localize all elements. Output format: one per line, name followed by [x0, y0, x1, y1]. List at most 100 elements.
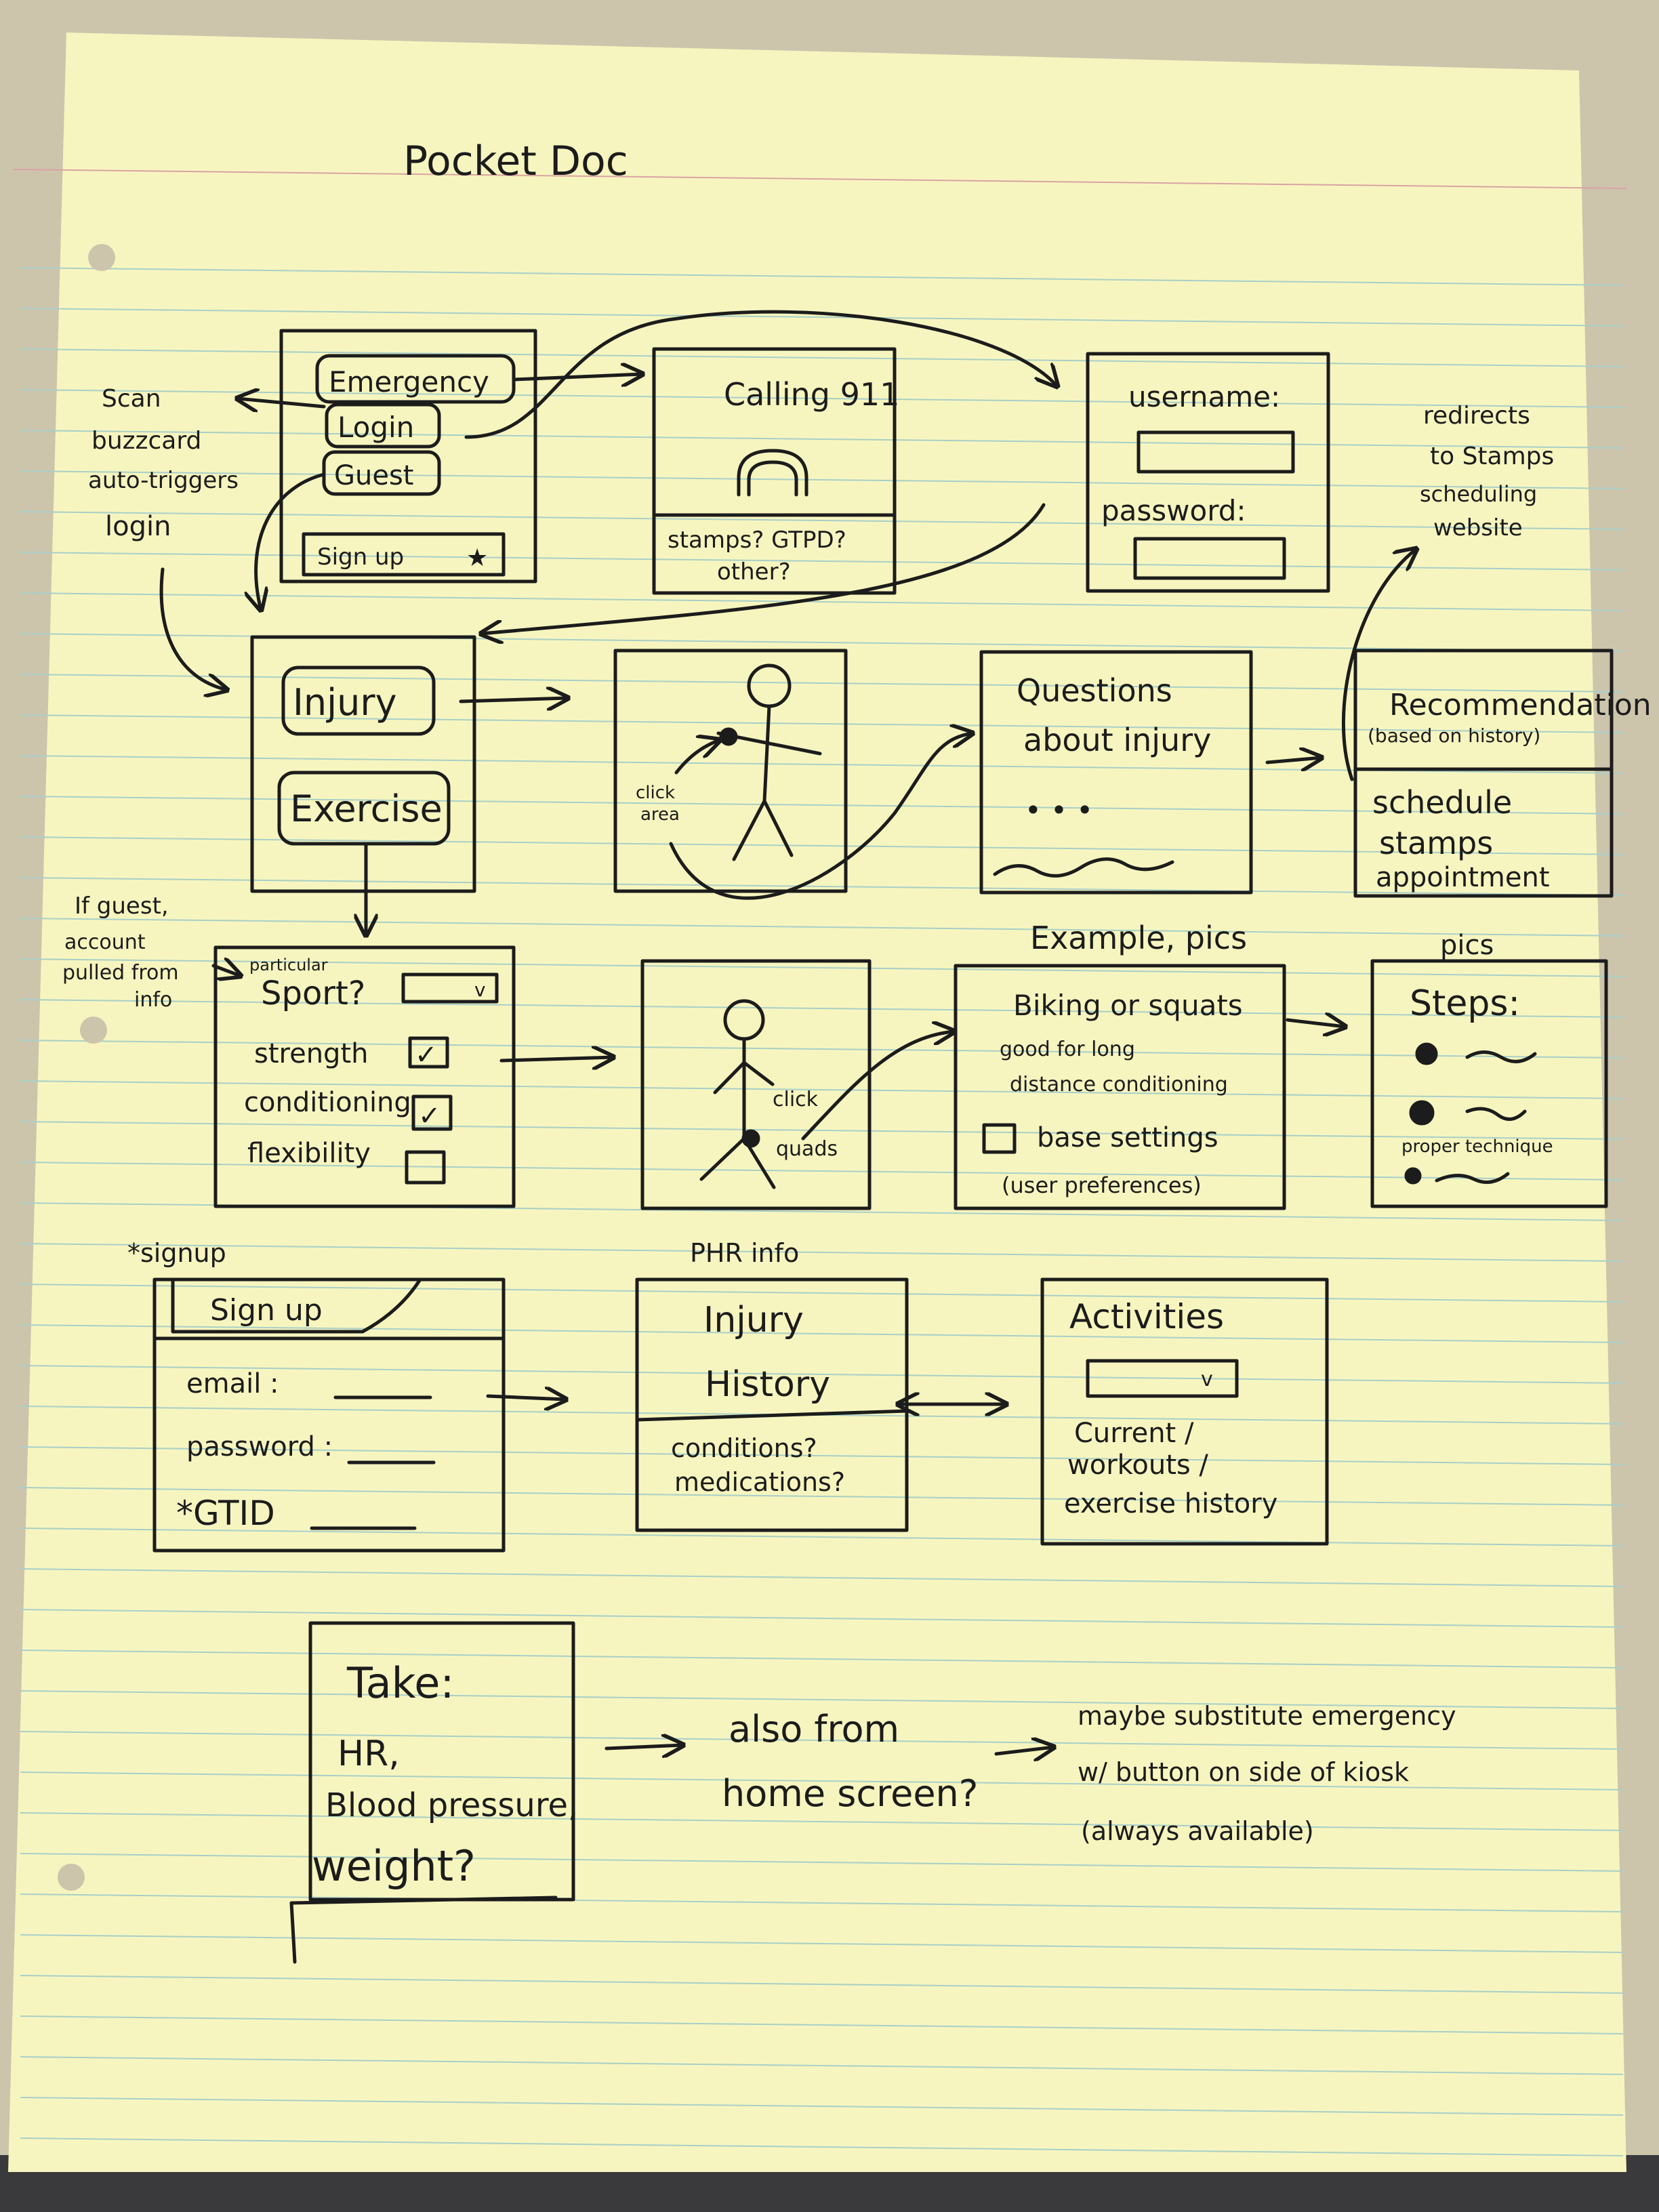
steps-screen: Steps: proper technique — [1370, 959, 1608, 1208]
arrow-login-to-scan — [237, 398, 326, 407]
punch-hole-middle — [80, 1017, 107, 1044]
user-preferences-label: (user preferences) — [1002, 1172, 1202, 1198]
step-scribble-3 — [1435, 1172, 1510, 1184]
hr-label: HR, — [337, 1734, 400, 1774]
ruled-line — [20, 1487, 1624, 1506]
ruled-line — [20, 1243, 1624, 1262]
ruled-line — [20, 1040, 1624, 1059]
signup-tab — [171, 1277, 422, 1334]
ruled-line — [20, 918, 1624, 937]
arrow-recommendation-to-redirect — [1341, 549, 1416, 781]
ruled-line — [20, 1690, 1624, 1709]
step-bullet-3 — [1404, 1167, 1422, 1185]
steps-title: Steps: — [1410, 983, 1520, 1024]
signup-label: Sign up — [317, 544, 404, 571]
strength-checkbox[interactable] — [408, 1036, 449, 1069]
ruled-line — [20, 1650, 1624, 1668]
medications-label: medications? — [674, 1467, 845, 1497]
ruled-line — [20, 1162, 1624, 1181]
ruled-line — [20, 1121, 1624, 1140]
password-input[interactable] — [1133, 537, 1286, 580]
ruled-line — [20, 1568, 1624, 1587]
injury-history-line-1: Injury — [703, 1300, 804, 1340]
scan-note-line-1: Scan — [102, 385, 161, 413]
ruled-line — [20, 1365, 1624, 1384]
step-scribble-2 — [1465, 1107, 1527, 1121]
activities-dropdown[interactable] — [1086, 1359, 1239, 1398]
blood-pressure-label: Blood pressure, — [325, 1786, 578, 1824]
ruled-line — [20, 511, 1624, 530]
punch-hole-bottom — [58, 1864, 85, 1891]
stick-figure-arm-right — [742, 1061, 775, 1086]
username-label: username: — [1128, 380, 1280, 413]
particular-label: particular — [249, 956, 328, 975]
arrow-scan-to-menu — [159, 567, 227, 690]
activities-screen: Activities v Current / workouts / exerci… — [1040, 1277, 1329, 1546]
conditioning-checkbox[interactable] — [411, 1094, 453, 1131]
redirect-note-line-4: website — [1433, 514, 1523, 541]
questions-scribble — [993, 857, 1174, 878]
maybe-note-line-2: w/ button on side of kiosk — [1078, 1757, 1409, 1787]
stick-figure-arm-left — [713, 1061, 746, 1094]
phone-icon — [737, 449, 808, 497]
signup-button[interactable] — [302, 532, 506, 577]
quads-hotspot[interactable] — [741, 1129, 760, 1148]
ruled-line — [20, 267, 1624, 286]
phr-info-label: PHR info — [690, 1238, 799, 1268]
redirect-note-line-2: to Stamps — [1430, 443, 1554, 470]
injury-label: Injury — [293, 681, 397, 724]
appointment-text: appointment — [1376, 862, 1550, 893]
arrow-guest-to-menu — [256, 472, 326, 610]
ruled-line — [20, 348, 1624, 367]
conditioning-label: conditioning — [244, 1087, 411, 1118]
chevron-down-icon: v — [474, 979, 486, 1001]
base-settings-checkbox[interactable] — [982, 1123, 1017, 1154]
calling-screen: Calling 911 stamps? GTPD? other? — [652, 347, 899, 595]
flexibility-checkbox[interactable] — [405, 1150, 446, 1185]
ruled-line — [20, 2137, 1624, 2156]
arrow-login-to-credentials — [464, 310, 1057, 439]
step-bullet-1 — [1415, 1042, 1438, 1065]
proper-technique-label: proper technique — [1401, 1136, 1553, 1157]
ruled-line — [20, 1893, 1624, 1912]
questions-subtitle: about injury — [1023, 722, 1211, 758]
ruled-line — [20, 1812, 1624, 1831]
redirect-note: redirects to Stamps scheduling website — [1420, 402, 1554, 541]
ruled-line — [20, 308, 1624, 327]
click-quads-note-1: click — [773, 1088, 819, 1111]
exercise-form-screen: particular Sport? v strength ✓ condition… — [213, 945, 516, 1208]
injury-button[interactable] — [281, 665, 436, 736]
stick-figure-leg-left — [699, 1136, 746, 1181]
redirect-note-line-1: redirects — [1423, 402, 1530, 430]
redirect-note-line-3: scheduling — [1420, 481, 1537, 507]
arrow-emergency-to-calling — [513, 374, 642, 380]
schedule-text: schedule — [1372, 784, 1512, 821]
step-scribble-1 — [1465, 1050, 1537, 1063]
step-bullet-2 — [1409, 1100, 1435, 1126]
signup-form-screen: Sign up email : password : *GTID — [152, 1277, 506, 1553]
scan-note-line-2: buzzcard — [91, 427, 201, 455]
sport-label: Sport? — [261, 975, 365, 1012]
ruled-line — [20, 1284, 1624, 1303]
check-icon: ✓ — [415, 1040, 438, 1071]
arrow-guest-note-to-form — [211, 966, 241, 976]
gtid-label: *GTID — [176, 1494, 275, 1533]
click-area-note-1: click — [636, 783, 675, 803]
exercise-button[interactable] — [277, 771, 451, 846]
flow-arrows — [159, 310, 1416, 1754]
login-label: Login — [337, 411, 414, 444]
username-input[interactable] — [1136, 430, 1295, 474]
sport-dropdown[interactable] — [401, 972, 499, 1004]
injury-hotspot[interactable] — [719, 727, 738, 746]
calling-title: Calling 911 — [724, 376, 899, 413]
arrow-body-to-questions — [669, 733, 972, 900]
emergency-label: Emergency — [329, 365, 489, 398]
arrow-injury-to-body — [459, 698, 568, 701]
password-label: password: — [1101, 494, 1246, 527]
chevron-down-icon: v — [1201, 1368, 1213, 1391]
guest-note-line-4: info — [134, 988, 172, 1012]
login-button[interactable] — [325, 403, 441, 449]
login-screen: username: password: — [1086, 352, 1330, 593]
arrow-example-to-steps — [1286, 1020, 1345, 1027]
